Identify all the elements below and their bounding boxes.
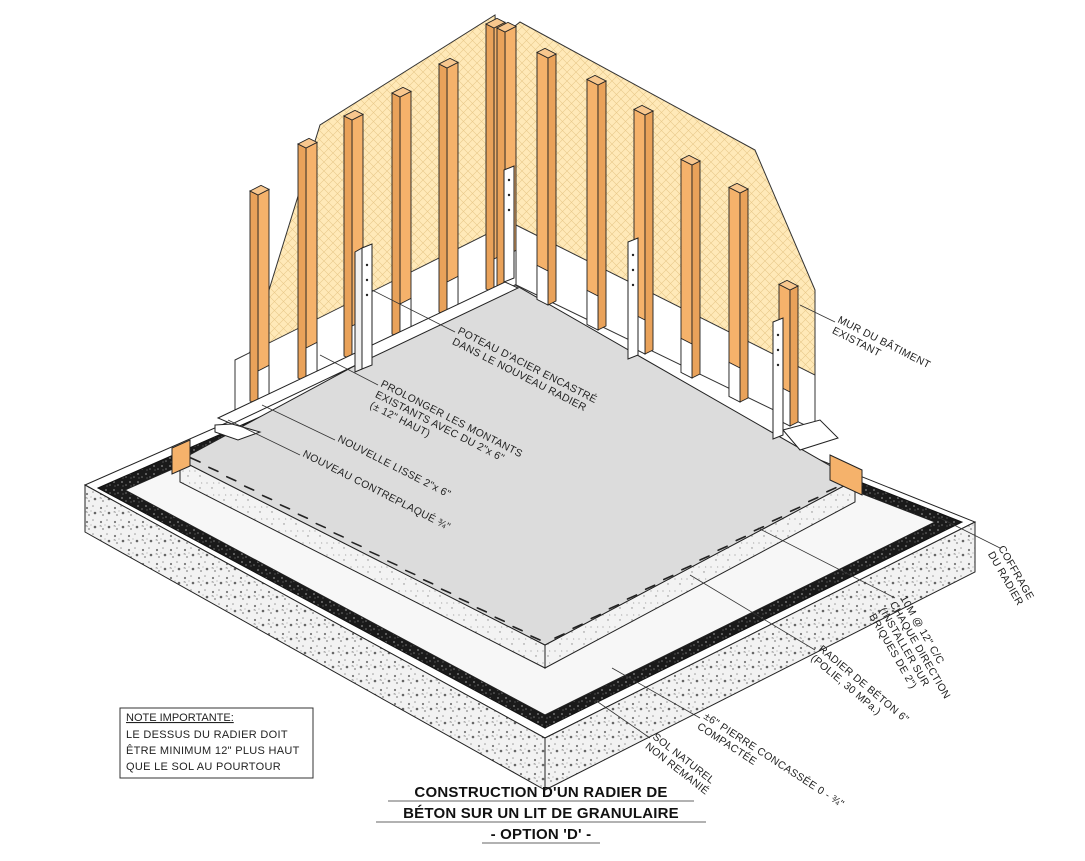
formwork-right <box>829 454 863 496</box>
leader-steel-post <box>371 289 456 333</box>
rebar-end <box>554 633 565 639</box>
rebar-end <box>590 613 602 620</box>
rebar-end <box>387 560 398 566</box>
label-existing-wall: MUR DU BÂTIMENT EXISTANT <box>830 313 933 371</box>
rebar-end <box>458 597 470 604</box>
rebar-end <box>626 594 638 600</box>
rebar-end <box>771 516 783 522</box>
note-line-3: QUE LE SOL AU POURTOUR <box>126 761 281 773</box>
title-line-1: CONSTRUCTION D'UN RADIER DE <box>414 784 667 801</box>
rebar-end <box>333 532 344 538</box>
rebar-end <box>369 550 380 557</box>
leader-sill-plate <box>261 404 336 441</box>
steel-post <box>772 317 784 440</box>
title-line-3: - OPTION 'D' - <box>491 826 592 843</box>
rebar-end <box>476 607 488 613</box>
leader-extend-studs <box>319 354 379 386</box>
rebar-end <box>735 535 747 542</box>
formwork-left <box>171 439 191 475</box>
steel-post <box>627 237 639 360</box>
rebar-end <box>351 541 362 548</box>
rebar-end <box>530 635 541 641</box>
wall-stud <box>249 184 270 406</box>
leader-slab <box>689 574 816 651</box>
rebar-end <box>826 486 837 493</box>
rebar-end <box>608 603 620 610</box>
leader-stone <box>611 667 701 719</box>
rebar-end <box>440 588 452 594</box>
note-line-2: ÊTRE MINIMUM 12" PLUS HAUT <box>126 744 300 757</box>
wall-studs <box>249 17 799 427</box>
rebar-end <box>789 506 801 513</box>
leader-existing-wall <box>799 304 836 323</box>
title-block: CONSTRUCTION D'UN RADIER DE BÉTON SUR UN… <box>376 784 706 844</box>
leader-rebar <box>757 527 896 599</box>
concrete-slab <box>178 281 857 669</box>
wall-stud <box>297 137 318 383</box>
wall-stud <box>586 74 607 331</box>
steel-post <box>503 165 515 283</box>
rebar-end <box>662 574 674 581</box>
rebar-end <box>297 513 309 520</box>
label-stone-l1: ±6" PIERRE CONCASSÉE 0 - ¾" <box>701 710 846 811</box>
title-line-2: BÉTON SUR UN LIT DE GRANULAIRE <box>403 805 679 822</box>
rebar-end <box>225 475 237 482</box>
wall-stud <box>536 47 557 306</box>
rebar-end <box>494 616 506 623</box>
steel-post <box>354 243 373 373</box>
rebar-end <box>208 466 219 473</box>
rebar-end <box>190 457 201 463</box>
rebar-end <box>243 485 255 491</box>
wall-stud <box>438 57 459 317</box>
note-line-1: LE DESSUS DU RADIER DOIT <box>126 729 288 741</box>
leader-formwork <box>939 517 1001 549</box>
rebar-end <box>699 555 710 561</box>
rebar-end <box>807 496 819 503</box>
soil-front-right <box>544 521 976 791</box>
label-stone: ±6" PIERRE CONCASSÉE 0 - ¾" COMPACTÉE <box>695 710 847 811</box>
wall-stud <box>391 86 412 339</box>
steel-posts <box>354 165 784 440</box>
leader-plywood <box>227 419 301 456</box>
rebar-end <box>279 504 291 510</box>
rebar-end <box>572 623 583 630</box>
rebar-end <box>717 545 728 552</box>
label-formwork: COFFRAGE DU RADIER <box>985 544 1036 608</box>
leader-lines <box>227 289 1001 739</box>
note-title: NOTE IMPORTANTE: <box>126 712 234 724</box>
rebar-end <box>261 494 273 501</box>
rebar-end <box>422 578 434 585</box>
rebar-end <box>404 569 416 576</box>
rebar-end <box>681 564 692 571</box>
rebar-end <box>512 625 523 632</box>
rebar-end <box>315 522 327 529</box>
wall-stud <box>728 182 749 403</box>
note-box: NOTE IMPORTANTE: LE DESSUS DU RADIER DOI… <box>119 707 314 779</box>
right-sill-block <box>782 419 839 451</box>
wall-stud <box>680 154 701 379</box>
left-sill-block <box>214 423 262 441</box>
rebar-end <box>644 584 656 591</box>
leader-soil <box>594 699 651 739</box>
